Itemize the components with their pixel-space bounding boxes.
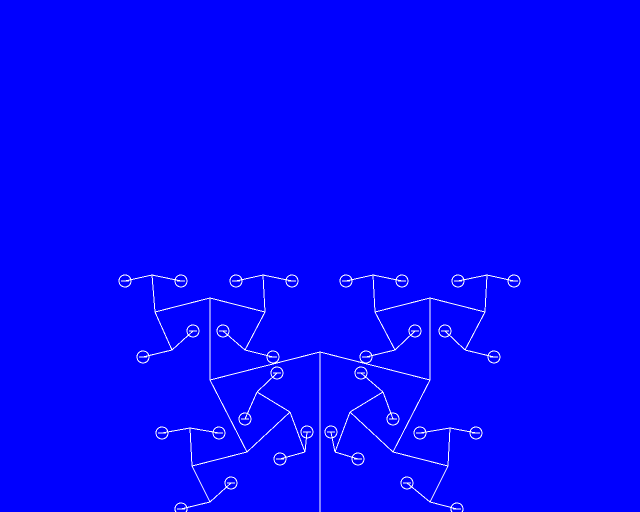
leaf-circle bbox=[351, 452, 365, 466]
leaf-circle bbox=[285, 274, 299, 288]
leaf-circle bbox=[118, 274, 132, 288]
branch-line bbox=[392, 379, 431, 453]
branch-line bbox=[394, 330, 416, 351]
leaf-circle bbox=[487, 350, 501, 364]
leaf-circle bbox=[324, 425, 338, 439]
branch-line bbox=[256, 391, 291, 413]
leaf-circle bbox=[136, 350, 150, 364]
branch-line bbox=[464, 311, 486, 351]
branch-line bbox=[419, 427, 451, 434]
branch-line bbox=[464, 349, 495, 358]
branch-line bbox=[244, 391, 258, 420]
branch-line bbox=[279, 451, 306, 460]
leaf-circle bbox=[408, 324, 422, 338]
leaf-circle bbox=[386, 412, 400, 426]
branch-line bbox=[429, 501, 458, 510]
branch-line bbox=[382, 391, 394, 420]
branch-line bbox=[484, 274, 488, 313]
leaf-circle bbox=[339, 274, 353, 288]
branch-line bbox=[392, 451, 449, 467]
branch-line bbox=[209, 482, 232, 503]
branch-line bbox=[209, 297, 266, 313]
branch-line bbox=[222, 330, 246, 351]
branch-line bbox=[334, 451, 359, 460]
leaf-circle bbox=[507, 274, 521, 288]
branch-line bbox=[447, 427, 451, 467]
branch-line bbox=[180, 501, 211, 510]
branch-line bbox=[209, 379, 248, 453]
branch-line bbox=[334, 411, 351, 453]
leaf-circle bbox=[451, 274, 465, 288]
leaf-circle bbox=[174, 274, 188, 288]
branch-line bbox=[124, 274, 153, 282]
branch-line bbox=[189, 427, 220, 434]
leaf-circle bbox=[186, 324, 200, 338]
branch-line bbox=[429, 297, 486, 313]
leaf-circle bbox=[400, 476, 414, 490]
branch-line bbox=[191, 465, 211, 503]
branch-line bbox=[161, 427, 191, 434]
leaf-circle bbox=[413, 426, 427, 440]
leaf-circle bbox=[212, 426, 226, 440]
branch-line bbox=[360, 372, 384, 393]
branch-line bbox=[235, 274, 264, 282]
branch-line bbox=[372, 274, 403, 282]
leaf-circle bbox=[270, 366, 284, 380]
branch-line bbox=[142, 349, 173, 358]
branch-line bbox=[262, 274, 266, 313]
branch-line bbox=[457, 274, 488, 282]
leaf-circle bbox=[224, 476, 238, 490]
leaf-circle bbox=[174, 502, 188, 512]
branch-line bbox=[406, 482, 431, 503]
branch-line bbox=[374, 297, 431, 313]
branch-line bbox=[349, 411, 394, 453]
branch-line bbox=[262, 274, 293, 282]
leaf-circle bbox=[238, 412, 252, 426]
leaf-circle bbox=[354, 366, 368, 380]
branch-line bbox=[372, 274, 376, 313]
branch-line bbox=[191, 451, 248, 467]
branch-line bbox=[154, 311, 173, 351]
branch-line bbox=[349, 391, 384, 413]
branch-line bbox=[330, 431, 336, 453]
branch-line bbox=[289, 411, 306, 453]
branch-line bbox=[374, 311, 396, 351]
branch-line bbox=[171, 330, 194, 351]
branch-line bbox=[256, 372, 278, 393]
branch-line bbox=[189, 427, 193, 467]
leaf-circle bbox=[273, 452, 287, 466]
branch-line bbox=[154, 297, 211, 313]
leaf-circle bbox=[359, 350, 373, 364]
branch-line bbox=[246, 411, 291, 453]
leaf-circle bbox=[216, 324, 230, 338]
leaf-circle bbox=[469, 426, 483, 440]
leaf-circle bbox=[438, 324, 452, 338]
branch-line bbox=[444, 330, 466, 351]
branch-line bbox=[209, 351, 321, 381]
branch-line bbox=[345, 274, 374, 282]
leaf-circle bbox=[450, 502, 464, 512]
leaf-circle bbox=[266, 350, 280, 364]
branch-line bbox=[151, 274, 156, 313]
branch-line bbox=[486, 274, 515, 282]
leaf-circle bbox=[395, 274, 409, 288]
branch-line bbox=[244, 349, 274, 358]
branch-line bbox=[449, 427, 477, 434]
leaf-circle bbox=[300, 425, 314, 439]
branch-line bbox=[365, 349, 396, 358]
leaf-circle bbox=[155, 426, 169, 440]
branch-line bbox=[429, 465, 449, 503]
leaf-circle bbox=[229, 274, 243, 288]
branch-line bbox=[244, 311, 266, 351]
branch-line bbox=[304, 431, 308, 453]
branch-line bbox=[151, 274, 182, 282]
branch-line bbox=[319, 351, 431, 381]
